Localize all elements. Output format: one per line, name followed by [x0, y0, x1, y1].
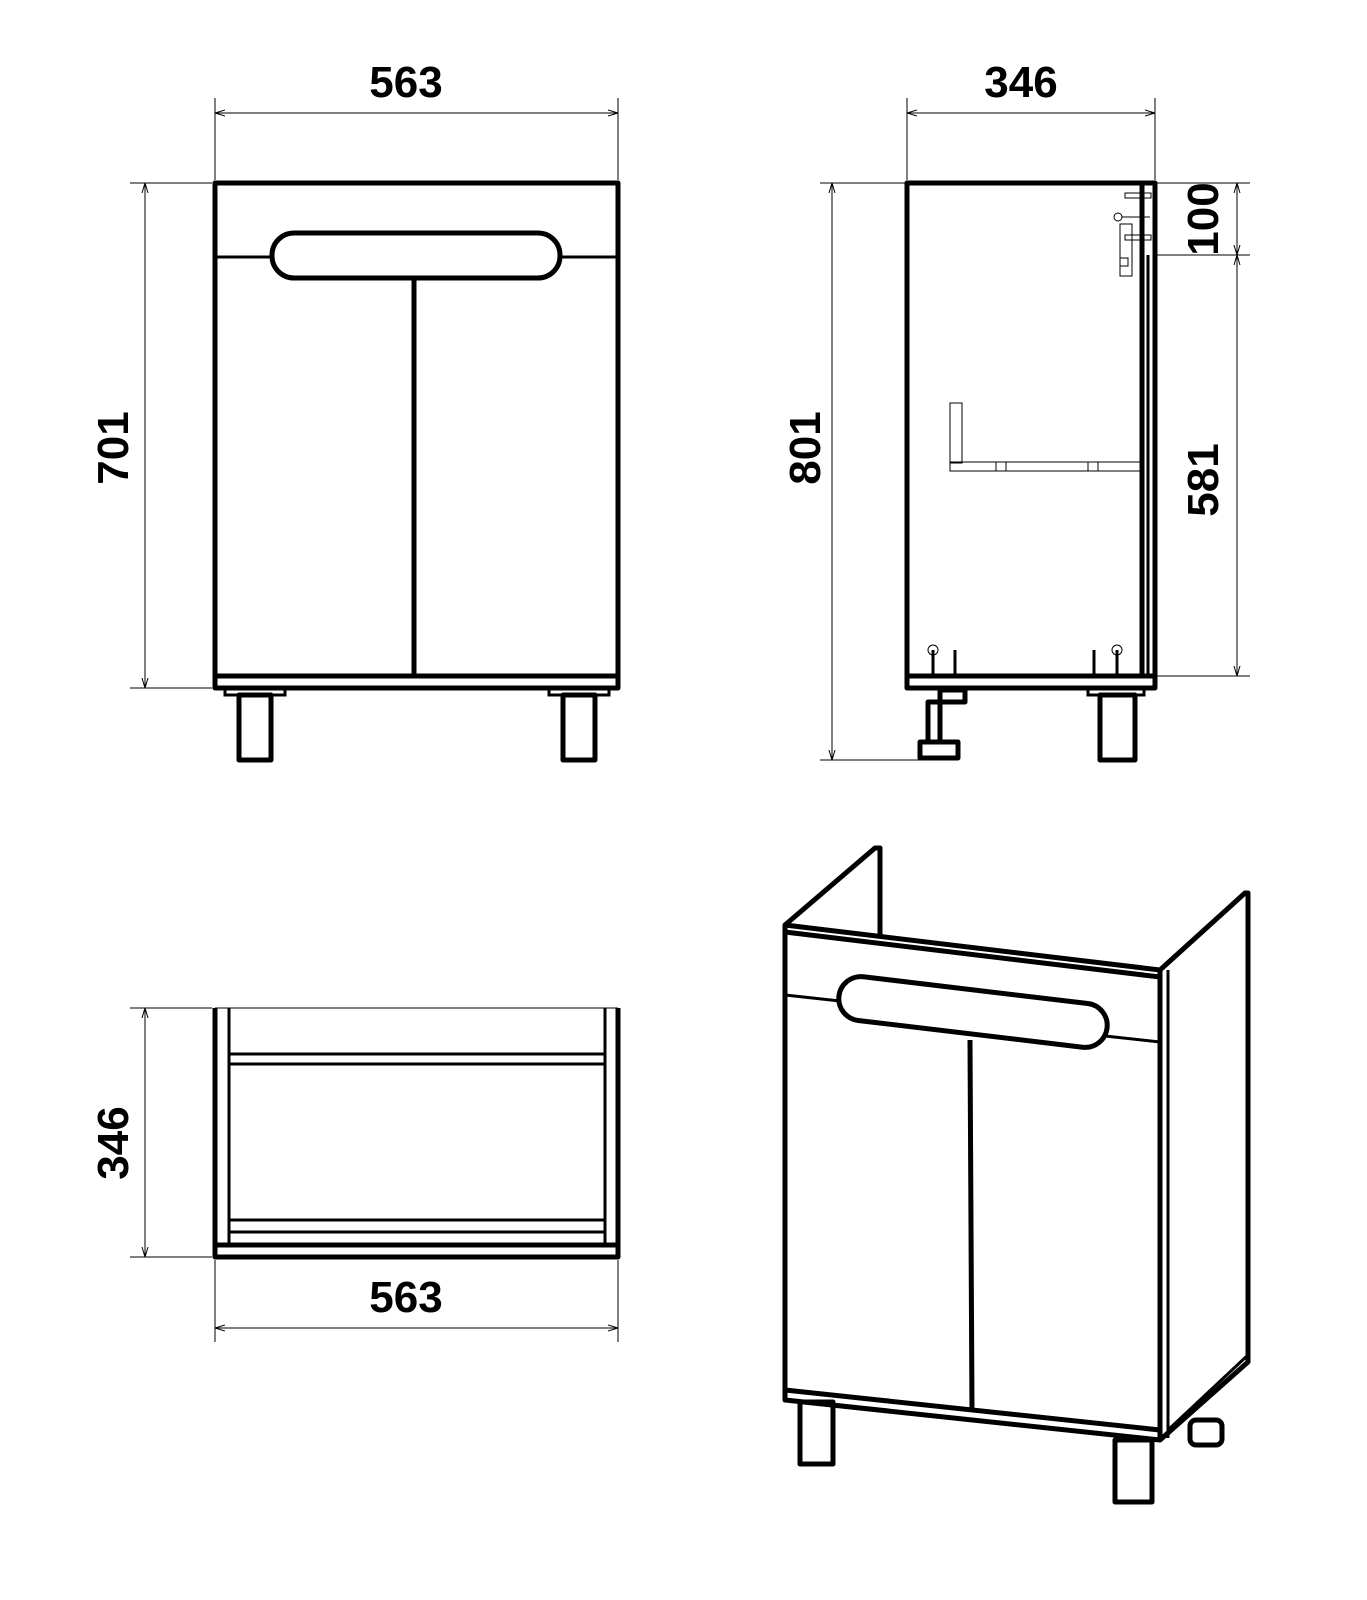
front-height-label: 701: [89, 411, 138, 484]
front-view: 563 701: [89, 58, 621, 763]
top-width-label: 563: [369, 1273, 442, 1322]
leg: [1112, 1437, 1155, 1505]
adjustable-foot: [917, 739, 961, 761]
top-view: 346 563: [89, 1007, 621, 1342]
body-height-label: 581: [1179, 443, 1228, 516]
leg: [1097, 692, 1138, 763]
leg: [797, 1399, 836, 1467]
leg: [236, 692, 274, 763]
top-depth-label: 346: [89, 1106, 138, 1179]
isometric-view: [782, 845, 1251, 1505]
top-band-label: 100: [1179, 182, 1228, 255]
adjustable-foot: [1187, 1417, 1225, 1448]
handle: [836, 974, 1110, 1050]
handle: [269, 230, 563, 281]
side-view: 346 801 100 581: [781, 58, 1250, 763]
leg: [560, 692, 598, 763]
side-total-height-label: 801: [781, 411, 830, 484]
front-width-label: 563: [369, 58, 442, 107]
side-depth-label: 346: [984, 58, 1057, 107]
